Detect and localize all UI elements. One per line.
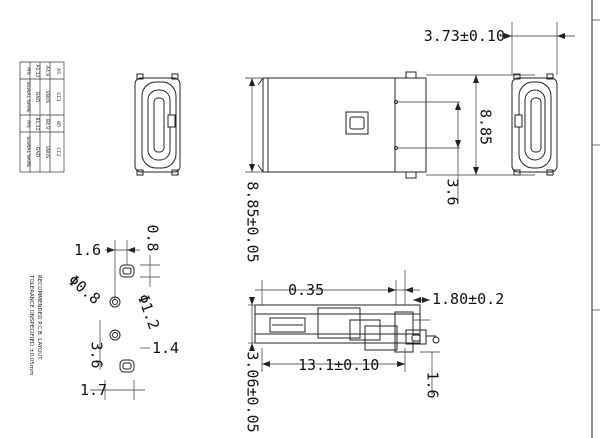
signal-cell: CC2 bbox=[55, 147, 61, 156]
pin-cell: A5 bbox=[55, 68, 61, 74]
pcb-dim-1.6: 1.6 bbox=[74, 241, 101, 259]
pcb-dim-1.4: 1.4 bbox=[152, 339, 179, 357]
signal-cell: GND bbox=[34, 147, 40, 158]
pcb-hole bbox=[109, 329, 121, 341]
dim-length-side: 8.85±0.05 bbox=[244, 181, 262, 262]
dim-tab-height: 1.6 bbox=[424, 371, 442, 398]
pin-cell: B4,9 bbox=[44, 119, 50, 129]
signal-cell: VBUS bbox=[44, 146, 50, 158]
dim-body-length: 13.1±0.10 bbox=[298, 356, 379, 374]
pcb-dim-3.6: 3.6 bbox=[88, 341, 106, 368]
pcb-slot-top bbox=[119, 264, 135, 278]
pcb-hole-dia: Φ0.8 bbox=[65, 271, 104, 308]
dim-length-top: 8.85 bbox=[477, 109, 495, 145]
dim-total-height: 3.06±0.05 bbox=[244, 351, 262, 432]
dim-offset: 3.6 bbox=[444, 178, 462, 205]
signal-cell: GND bbox=[34, 92, 40, 103]
signal-header: SIGNAL NAME bbox=[25, 136, 31, 167]
pin-header: PIN bbox=[25, 67, 31, 74]
side-view bbox=[254, 304, 440, 353]
pin-cell: A1,12 bbox=[34, 64, 40, 77]
signal-cell: VBUS bbox=[44, 91, 50, 103]
pin-cell: B1,12 bbox=[34, 117, 40, 130]
signal-header: SIGNAL NAME bbox=[25, 81, 31, 112]
pin-cell: B5 bbox=[55, 121, 61, 127]
pin-header: PIN bbox=[25, 120, 31, 127]
dim-pin-offset: 0.35 bbox=[288, 281, 324, 299]
pcb-slot-dia: Φ1.2 bbox=[134, 292, 163, 332]
pcb-tolerance: TOLERANCE UNSPECIFIED ±0.05mm bbox=[28, 274, 34, 375]
signal-cell: CC1 bbox=[55, 92, 61, 101]
pcb-dim-0.8: 0.8 bbox=[144, 224, 162, 251]
dim-overall-height: 3.73±0.10 bbox=[424, 27, 505, 45]
pin-cell: A4,9 bbox=[44, 66, 50, 76]
top-view bbox=[257, 71, 535, 200]
front-view-right bbox=[511, 73, 558, 176]
pcb-slot-bottom bbox=[119, 359, 135, 373]
pin-table: PIN SIGNAL NAME PIN SIGNAL NAME A1,12 GN… bbox=[19, 61, 65, 173]
pcb-layout: RECOMMENDED P.C.B. LAYOUT TOLERANCE UNSP… bbox=[28, 240, 160, 400]
pcb-dim-1.7: 1.7 bbox=[80, 381, 107, 399]
dim-tab-length: 1.80±0.2 bbox=[432, 290, 504, 308]
front-view-left bbox=[134, 73, 181, 176]
pcb-title: RECOMMENDED P.C.B. LAYOUT bbox=[36, 275, 42, 360]
